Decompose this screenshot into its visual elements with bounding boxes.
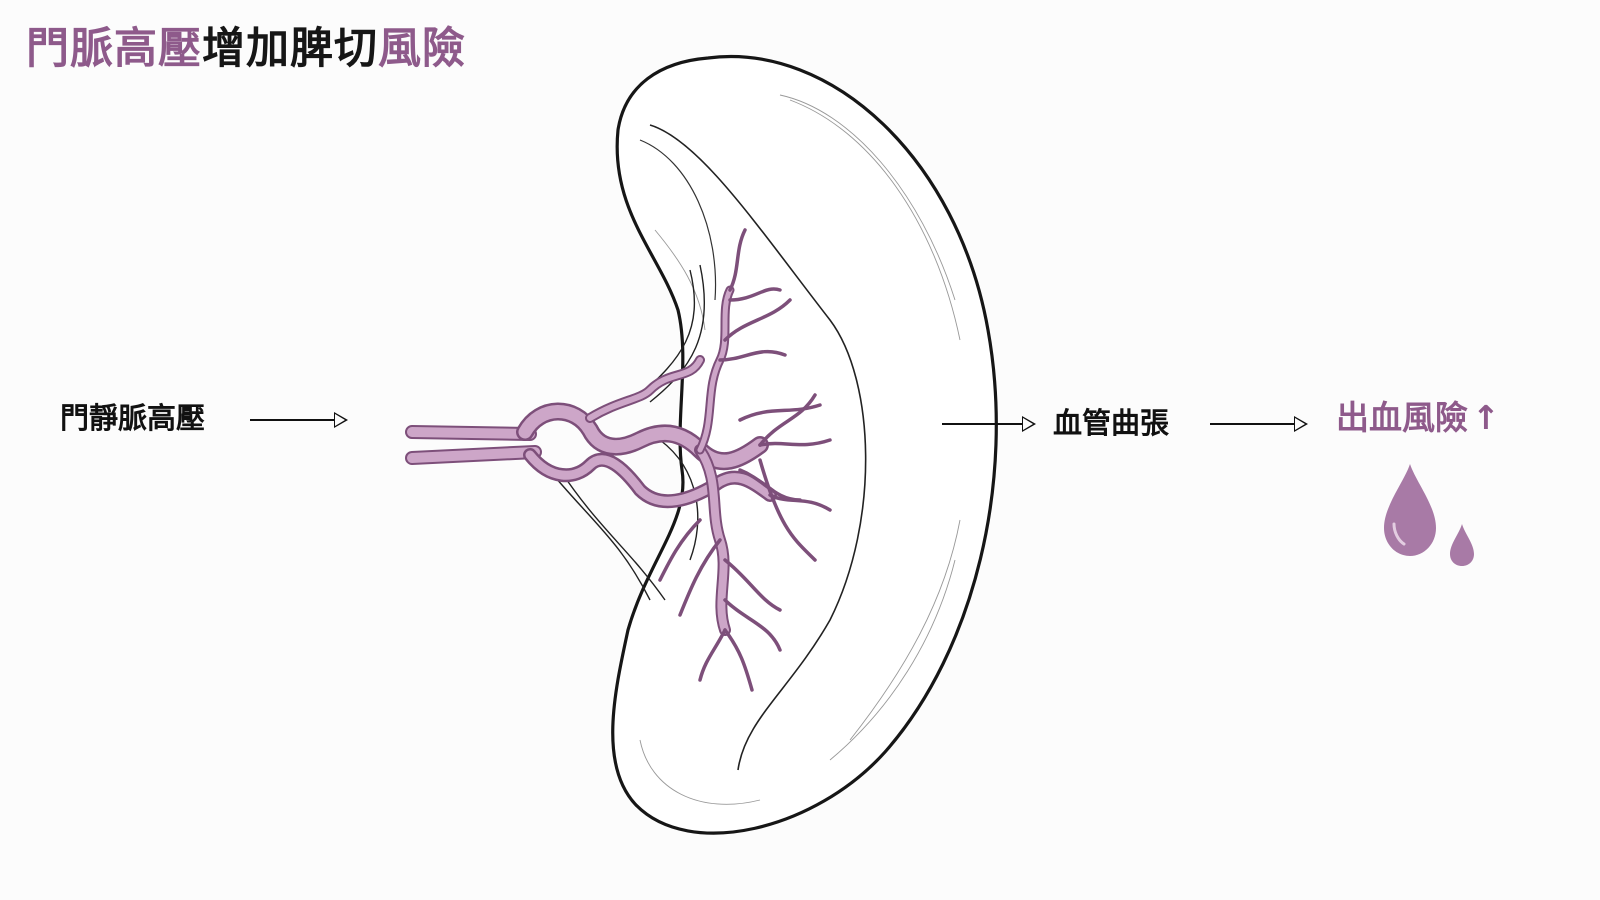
arrow-icon — [1210, 416, 1308, 432]
outcome-text: 出血風險 — [1336, 398, 1468, 437]
fine-vessels — [658, 228, 832, 692]
arrow-icon — [942, 416, 1036, 432]
cause-label: 門靜脈高壓 — [60, 401, 206, 435]
increase-arrow-icon: ↑ — [1472, 398, 1500, 437]
page-title: 門脈高壓增加脾切風險 — [26, 24, 466, 74]
outcome-label: 出血風險↑ — [1336, 401, 1500, 434]
spleen-inner-rim — [649, 124, 867, 771]
title-part-dark: 增加脾切 — [202, 24, 378, 74]
title-part-accent-1: 門脈高壓 — [26, 24, 202, 74]
spleen-inner-rim-2 — [639, 139, 717, 301]
tortuous-vessels — [405, 285, 777, 636]
spleen-texture — [639, 94, 961, 805]
small-blood-drop-icon — [1450, 524, 1474, 566]
blood-drop-icon — [1384, 464, 1436, 556]
effect-label: 血管曲張 — [1053, 406, 1170, 440]
arrow-icon — [250, 412, 348, 428]
title-part-accent-2: 風險 — [378, 24, 466, 74]
